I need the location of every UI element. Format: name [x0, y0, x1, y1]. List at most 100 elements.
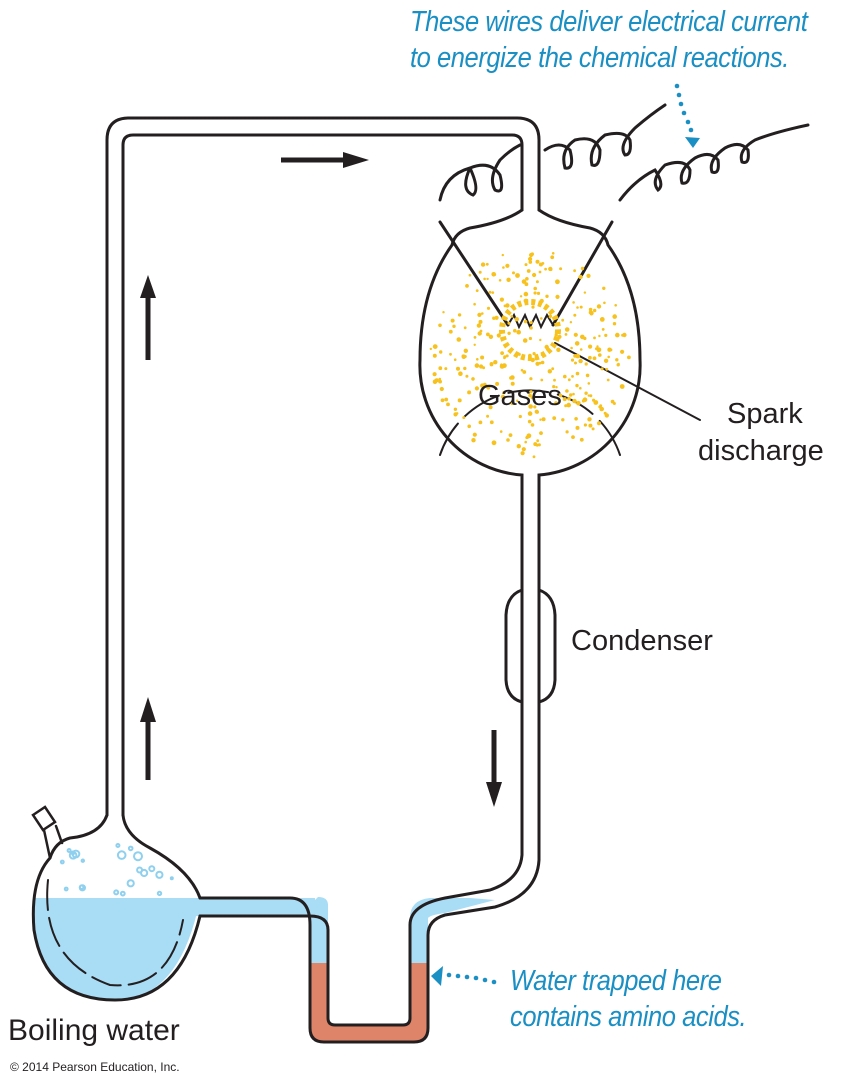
gas-particle: [505, 303, 510, 308]
gas-particle: [593, 336, 596, 340]
gas-particle: [463, 366, 467, 371]
gas-particle: [502, 391, 506, 395]
wires-pointer-arrow: [674, 83, 700, 148]
gas-particle: [573, 269, 576, 273]
spark-flask: [418, 208, 524, 492]
gas-particle: [529, 320, 533, 325]
gas-particle: [526, 269, 531, 273]
gas-particle: [467, 424, 472, 429]
gas-particle: [474, 386, 479, 391]
wire-left-coil: [438, 143, 522, 202]
gas-particle: [533, 291, 537, 295]
gas-particle: [541, 417, 546, 422]
gas-particle: [444, 397, 449, 402]
gas-particle: [489, 420, 494, 425]
gas-particle: [432, 353, 437, 358]
gas-particle: [477, 331, 482, 336]
gas-particle: [478, 319, 483, 324]
gas-particle: [456, 366, 460, 371]
gas-particle: [612, 402, 616, 405]
gas-particle: [553, 378, 556, 382]
gas-particle: [480, 355, 485, 360]
gas-particle: [530, 423, 535, 427]
gas-particle: [627, 355, 631, 360]
gas-particle: [438, 323, 442, 328]
gas-particles: [429, 252, 631, 459]
bubble: [78, 884, 87, 892]
gas-particle: [582, 397, 588, 403]
gas-particle: [539, 431, 543, 435]
gas-particle: [453, 407, 458, 411]
gas-particle: [452, 324, 456, 328]
gas-particle: [521, 447, 526, 452]
gas-particle: [533, 405, 537, 409]
gas-particle: [522, 370, 527, 374]
gas-particle: [583, 291, 587, 294]
gas-particle: [559, 267, 563, 271]
bubble: [133, 851, 143, 862]
gas-particle: [604, 333, 608, 337]
utube-bottom-inner: [326, 928, 412, 1027]
gas-particle: [486, 306, 491, 310]
gas-particle: [486, 414, 490, 418]
gas-particle: [573, 332, 578, 337]
gas-particle: [603, 301, 606, 305]
gas-particle: [502, 363, 507, 368]
bubble: [148, 865, 156, 873]
gas-particle: [448, 329, 453, 334]
gas-particle: [612, 314, 617, 319]
gas-particle: [463, 326, 467, 330]
gas-particle: [555, 279, 560, 285]
gas-particle: [476, 358, 479, 361]
gas-particle: [574, 361, 577, 365]
gas-particle: [572, 398, 577, 404]
gas-particle: [510, 401, 514, 406]
gas-particle: [486, 385, 491, 390]
gas-particle: [570, 346, 573, 350]
gas-particle: [473, 343, 476, 346]
gas-particle: [486, 277, 489, 281]
gas-particle: [529, 326, 533, 330]
gas-particle: [450, 318, 455, 323]
gas-particle: [491, 291, 495, 294]
gas-particle: [491, 272, 497, 277]
gas-particle: [532, 272, 537, 278]
gas-particle: [532, 455, 536, 459]
side-port: [31, 805, 64, 860]
gas-particle: [495, 381, 500, 386]
bubble: [63, 886, 69, 892]
gas-particle: [569, 321, 573, 324]
gas-particle: [565, 430, 569, 434]
trap-pointer-arrow: [431, 966, 497, 986]
electrode-left: [438, 220, 510, 327]
gas-particle: [596, 304, 602, 309]
gas-particle: [544, 267, 547, 271]
gas-particle: [569, 393, 573, 397]
gas-particle: [527, 411, 533, 416]
gas-particle: [562, 397, 567, 402]
gas-particle: [587, 417, 592, 422]
gas-particle: [551, 367, 555, 371]
gas-particle: [575, 425, 580, 430]
gas-particle: [563, 374, 567, 379]
utube-left-water: [300, 897, 328, 963]
gas-particle: [535, 280, 539, 284]
bubble: [126, 879, 135, 888]
gas-particle: [535, 361, 540, 366]
gas-particle: [468, 273, 472, 277]
bubble: [71, 849, 81, 859]
gas-particle: [498, 279, 502, 282]
gas-particle: [537, 443, 541, 447]
gas-particle: [620, 349, 625, 354]
condenser-jacket: [504, 588, 524, 704]
gas-particle: [493, 360, 498, 365]
bubble: [115, 843, 121, 848]
gas-particle: [499, 430, 503, 433]
gas-particle: [583, 423, 588, 427]
gas-particle: [442, 311, 445, 314]
gas-particle: [574, 417, 578, 421]
gas-particle: [535, 410, 539, 414]
gas-particle: [596, 347, 602, 353]
gas-particle: [556, 347, 561, 352]
